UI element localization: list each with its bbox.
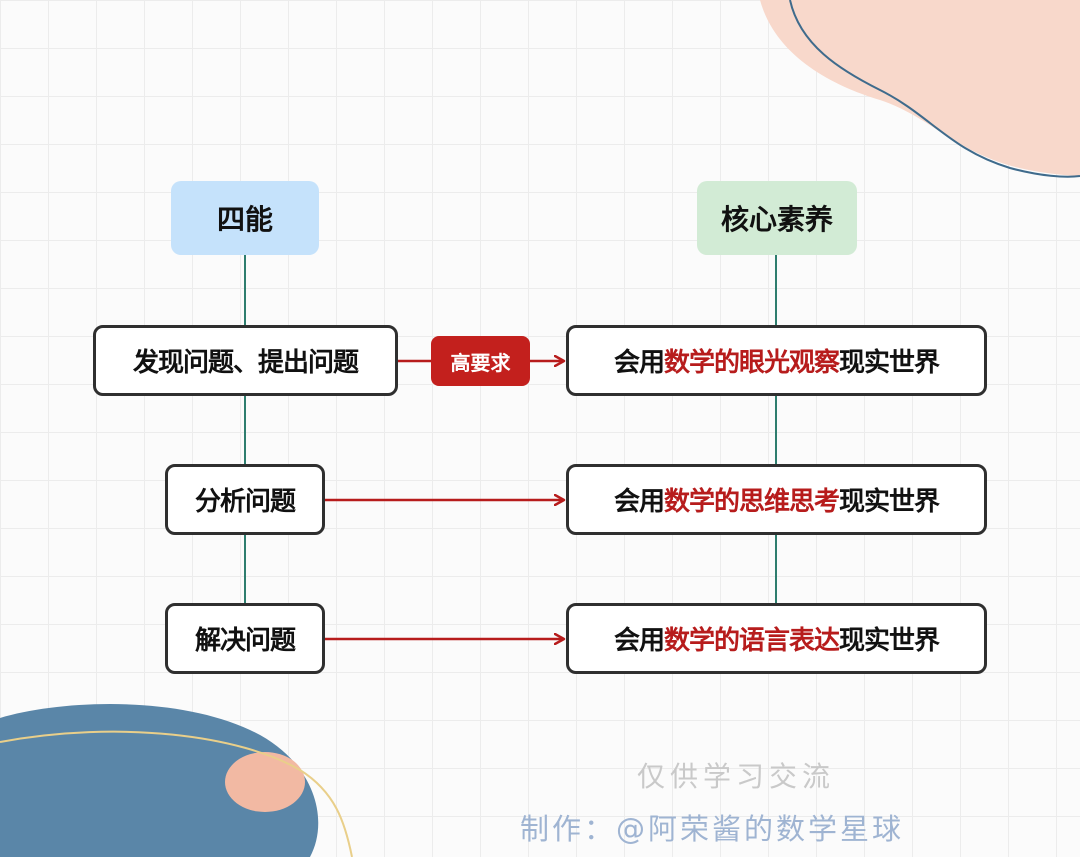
literacy-highlight: 数学的语言表达 (663, 626, 840, 656)
header-core-literacy: 核心素养 (697, 181, 857, 255)
literacy-node-2: 会用数学的思维思考现实世界 (566, 464, 987, 535)
literacy-node-3: 会用数学的语言表达现实世界 (566, 603, 987, 674)
high-requirement-badge: 高要求 (431, 336, 530, 386)
literacy-highlight: 数学的思维思考 (663, 487, 840, 517)
ability-node-3: 解决问题 (165, 603, 325, 674)
bottom-left-gold-curve (0, 730, 353, 857)
literacy-suffix: 现实世界 (839, 487, 940, 517)
top-right-curve (789, 0, 1080, 178)
ability-node-2: 分析问题 (165, 464, 325, 535)
literacy-node-1: 会用数学的眼光观察现实世界 (566, 325, 987, 396)
ability-node-1: 发现问题、提出问题 (93, 325, 398, 396)
header-four-abilities: 四能 (171, 181, 319, 255)
literacy-prefix: 会用 (613, 348, 665, 378)
watermark-author: 制作：@阿荣酱的数学星球 (520, 812, 905, 846)
literacy-suffix: 现实世界 (839, 348, 940, 378)
literacy-suffix: 现实世界 (839, 626, 940, 656)
top-right-blob (760, 0, 1080, 176)
literacy-prefix: 会用 (613, 487, 665, 517)
watermark-study-only: 仅供学习交流 (637, 760, 836, 793)
bottom-left-peach-circle (225, 752, 305, 812)
literacy-prefix: 会用 (613, 626, 665, 656)
literacy-highlight: 数学的眼光观察 (663, 348, 840, 378)
bottom-left-blob (0, 704, 319, 857)
